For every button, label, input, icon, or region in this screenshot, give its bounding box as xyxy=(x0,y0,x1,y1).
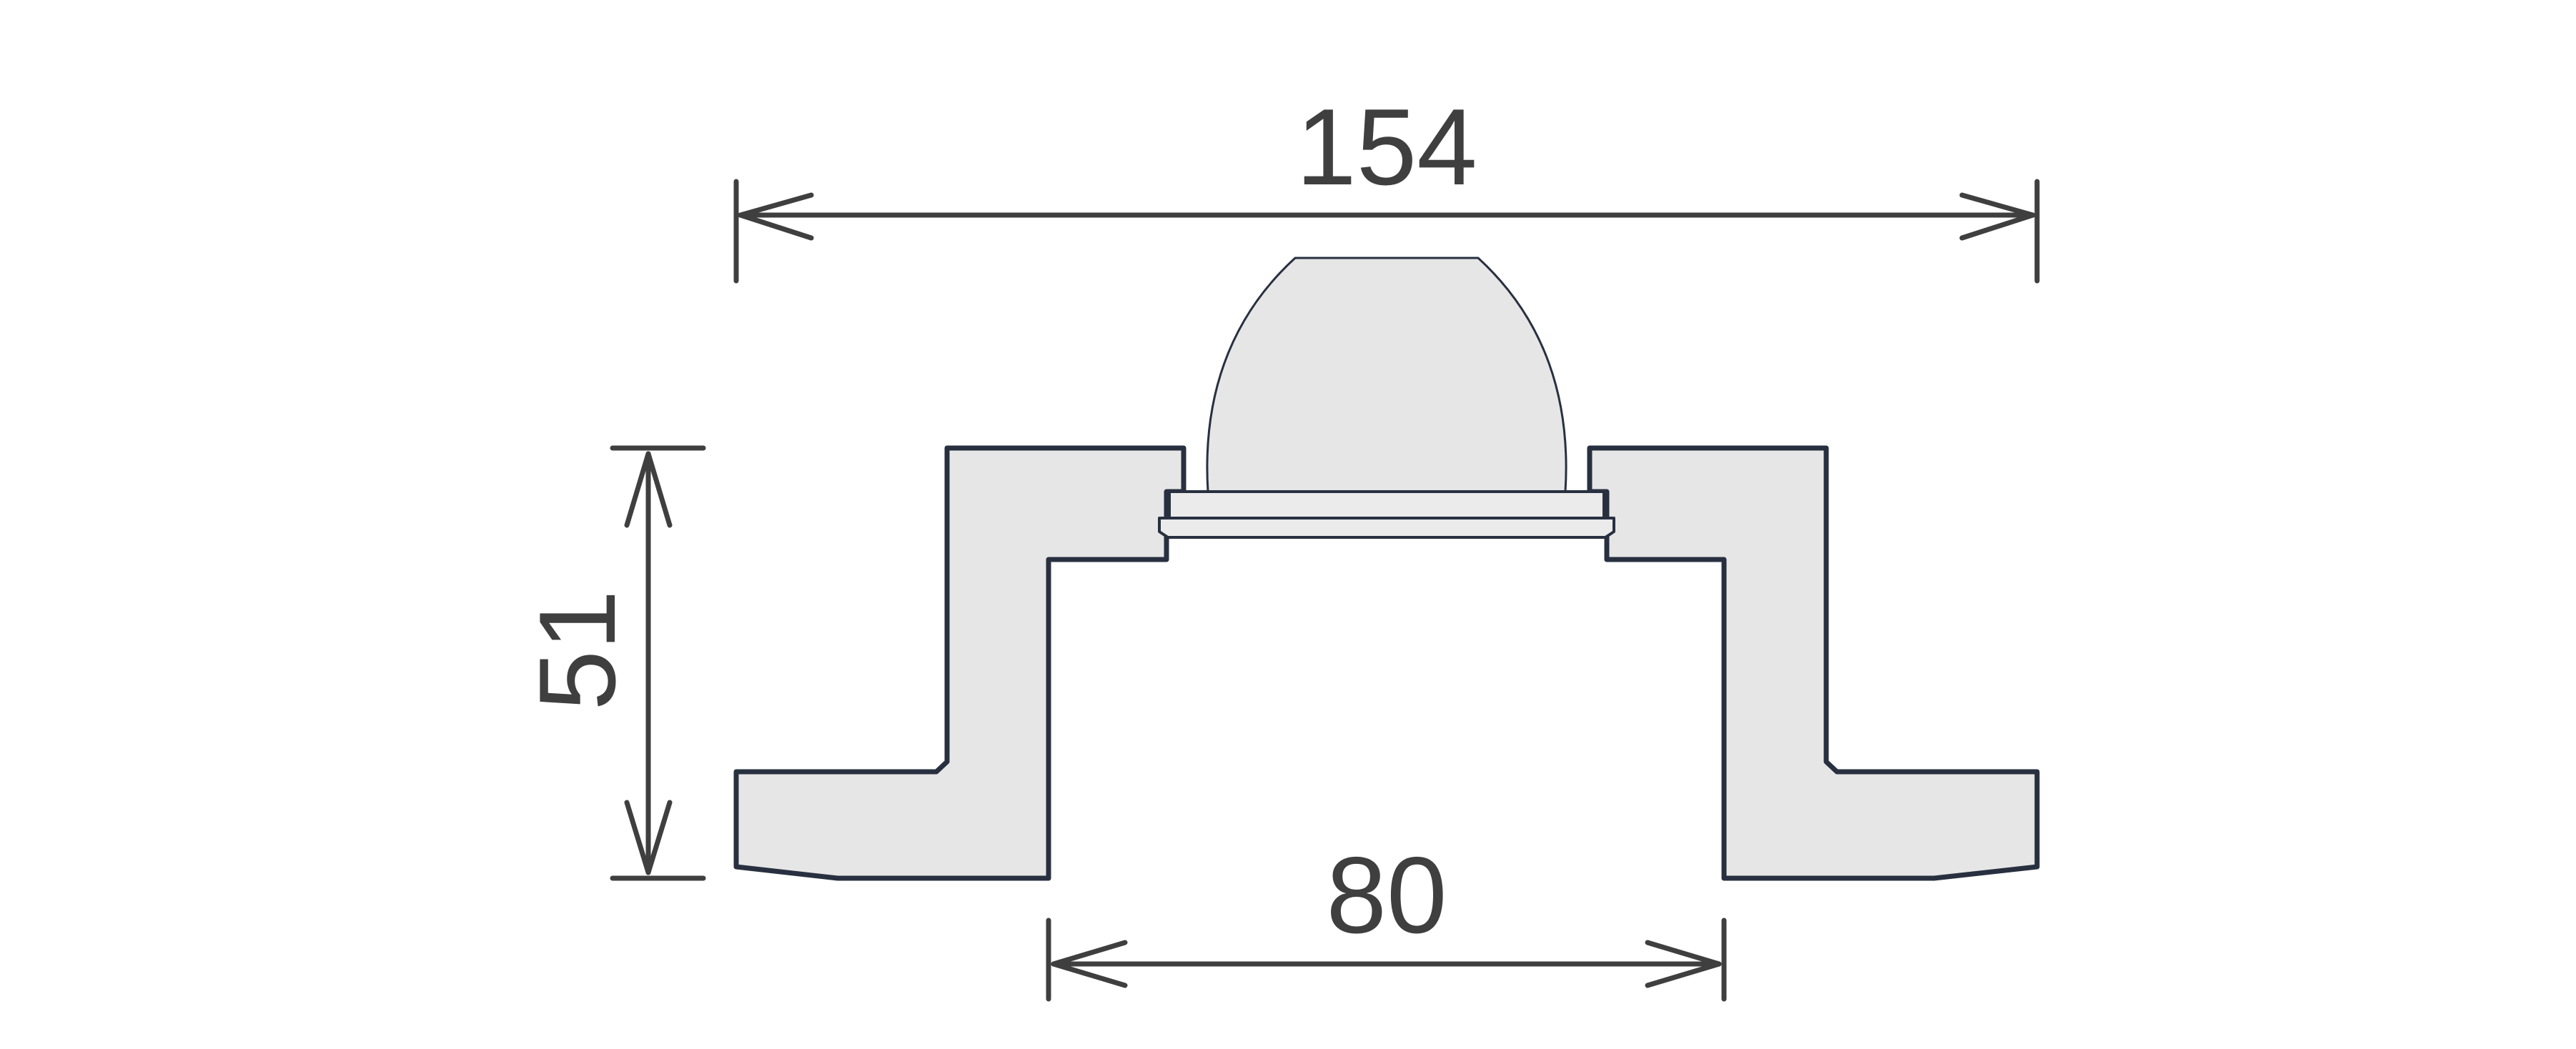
diffuser-lens xyxy=(1206,257,1567,493)
profile-section xyxy=(733,257,2040,881)
inner-width-label: 80 xyxy=(1326,835,1447,956)
inner-width-dimension: 80 xyxy=(1046,835,1727,1002)
height-arrow-top xyxy=(624,451,673,528)
inner-width-arrow-left xyxy=(1051,940,1128,988)
lens-holder-lower xyxy=(1158,517,1615,539)
overall-width-label: 154 xyxy=(1296,86,1477,208)
height-label: 51 xyxy=(517,590,638,710)
height-dimension: 51 xyxy=(517,445,706,881)
profile-right-half xyxy=(1587,445,2040,881)
profile-left-half xyxy=(733,445,1187,881)
overall-width-dimension: 154 xyxy=(733,86,2040,284)
inner-width-arrow-right xyxy=(1645,940,1722,988)
lens-holder-upper xyxy=(1168,490,1605,519)
overall-width-arrow-right xyxy=(1959,192,2036,241)
overall-width-arrow-left xyxy=(738,192,814,241)
height-arrow-bottom xyxy=(624,800,673,875)
